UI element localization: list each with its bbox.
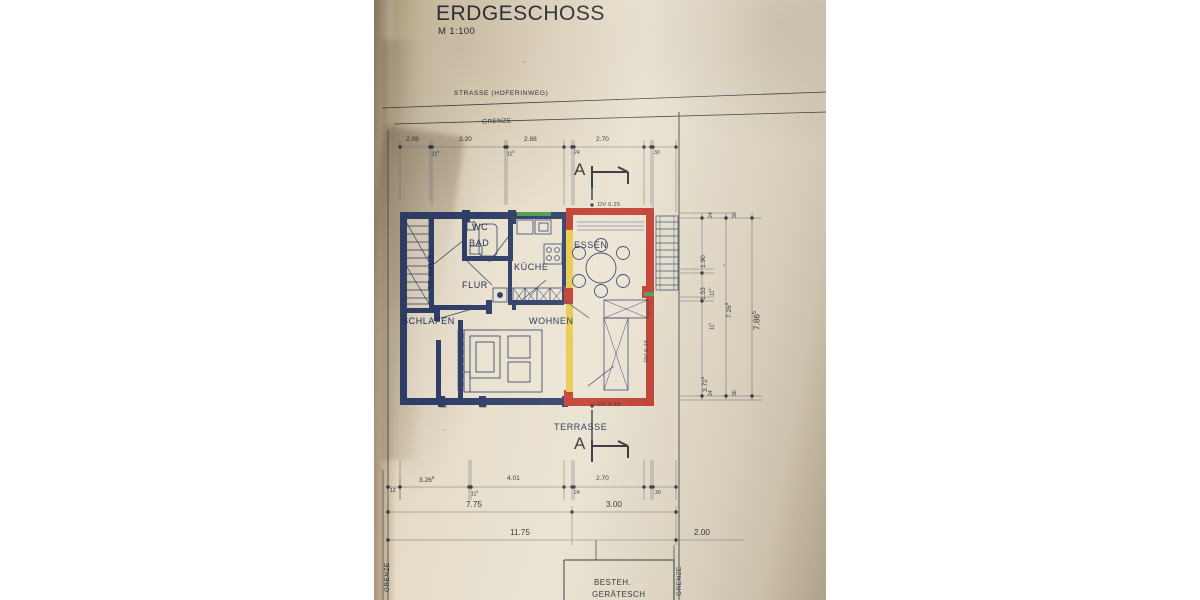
room-label-essen: ESSEN [574,240,608,250]
section-arrow-top [591,166,629,188]
room-label-schlafen: SCHLAFEN [402,316,455,326]
dim-right-3: 115 [708,288,716,296]
dim-total-3-00: 3.00 [606,500,622,509]
dim-top-7: 30 [654,150,660,156]
section-arrow-bottom [591,440,629,462]
dim-total-2-00: 2.00 [694,528,710,537]
dim-total-11-75: 11.75 [510,528,530,537]
dim-right-7: 24 [708,390,714,396]
street-label: STRASSE (HOFERINWEG) [454,90,549,97]
room-label-flur: FLUR [462,280,488,290]
section-marker-bottom: A [574,434,586,453]
dim-top-6: 2.70 [596,136,609,143]
dim-top-2: 2.20 [459,136,472,143]
boundary-right-label: GRENZE [676,566,683,596]
room-label-terrasse: TERRASSE [554,422,608,432]
dim-top-0: 2.08 [406,136,419,143]
dim-bottom-2: 115 [471,490,479,498]
annotation-dv-bottom: DV 0.25 [598,402,621,408]
room-label-kueche: KÜCHE [514,262,549,272]
scale-label: M 1:100 [438,26,476,37]
room-label-wohnen: WOHNEN [529,316,574,326]
dim-right-1: 30 [732,212,738,218]
dim-bottom-5: 2.70 [596,475,609,482]
page-title: ERDGESCHOSS [436,2,605,25]
room-label-tr-haus: TR HAUS [426,253,435,290]
dim-right-total-786: 7.865 [752,310,762,330]
dim-right-total-726: 7.265 [724,302,734,318]
scanned-paper-sheet: ERDGESCHOSS M 1:100 STRASSE (HOFERINWEG)… [374,0,826,600]
dim-top-4: 2.88 [524,136,537,143]
dim-bottom-1: 3.265 [419,475,435,485]
annotation-dv-right: DV 0.15 [644,339,650,362]
dim-top-5: 24 [574,150,580,156]
boundary-top-label: GRENZE [481,117,512,126]
boundary-left-label: GRENZE [384,562,391,592]
dim-bottom-4: 24 [574,490,580,496]
room-label-wc: WC [472,222,489,232]
title-block-line1: BESTEH. [594,578,632,587]
dim-bottom-3: 4.01 [507,475,520,482]
annotation-dv-top: DV 0.25 [598,202,621,208]
dim-right-8: 30 [732,390,738,396]
floor-plan-drawing: ERDGESCHOSS M 1:100 STRASSE (HOFERINWEG)… [374,0,826,600]
dim-top-3: 115 [507,150,515,158]
dim-right-2: 1.90 [700,255,707,268]
dim-bottom-0: 12 [390,488,396,494]
dim-bottom-6: 30 [655,490,661,496]
plan-linework [381,60,826,600]
section-marker-top: A [574,160,586,179]
dim-right-5: 115 [708,322,716,330]
dim-right-4: 1.53 [700,287,707,300]
room-label-bad: BAD [469,238,490,248]
dim-top-1: 115 [432,150,440,158]
dim-right-0: 24 [708,212,714,218]
dim-total-7-75: 7.75 [466,500,482,509]
paper-left-edge [374,0,396,600]
title-block-line2: GERÄTESCH [592,590,646,599]
